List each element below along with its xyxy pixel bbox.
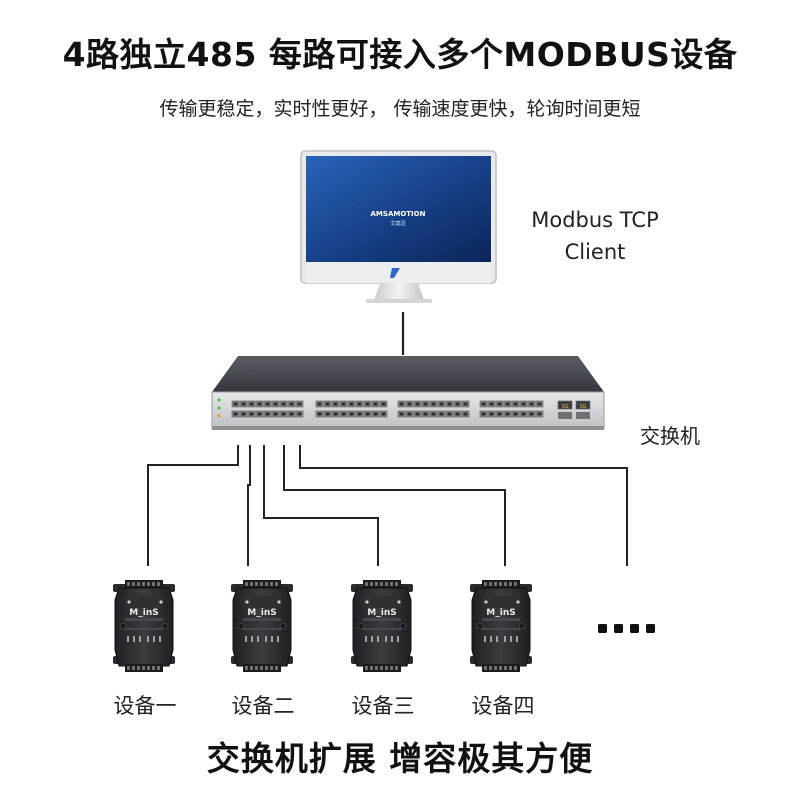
client-monitor: AMSAMOTION 艾莫迅 [300, 150, 497, 303]
sfp-label-1: 1G [561, 404, 568, 410]
switch-label: 交换机 [640, 424, 700, 448]
monitor-brand: AMSAMOTION [371, 210, 426, 218]
device-4-badge: M_inS [486, 608, 515, 618]
device-2-badge: M_inS [247, 608, 276, 618]
page-subtitle: 传输更稳定，实时性更好， 传输速度更快，轮询时间更短 [159, 98, 641, 120]
client-label: Modbus TCP Client [505, 204, 685, 268]
device-3-badge: M_inS [367, 608, 396, 618]
monitor-logo-icon [390, 268, 400, 278]
rs485-links [147, 445, 628, 566]
more-devices-ellipsis [598, 624, 655, 633]
client-label-line2: Client [564, 240, 626, 264]
device-1-label: 设备一 [113, 694, 177, 718]
client-label-line1: Modbus TCP [531, 208, 659, 232]
footer-slogan: 交换机扩展 增容极其方便 [206, 739, 594, 778]
page-title: 4路独立485 每路可接入多个MODBUS设备 [62, 35, 738, 74]
device-4-label: 设备四 [471, 694, 535, 718]
device-3-label: 设备三 [351, 694, 415, 718]
monitor-brand-sub: 艾莫迅 [390, 220, 405, 227]
device-3 [350, 579, 414, 673]
network-switch: 1G 1G [211, 356, 605, 430]
device-4 [469, 579, 533, 673]
device-1 [112, 579, 176, 673]
device-2-label: 设备二 [231, 694, 295, 718]
device-1-badge: M_inS [129, 608, 158, 618]
device-2 [230, 579, 294, 673]
sfp-label-2: 1G [579, 404, 586, 410]
